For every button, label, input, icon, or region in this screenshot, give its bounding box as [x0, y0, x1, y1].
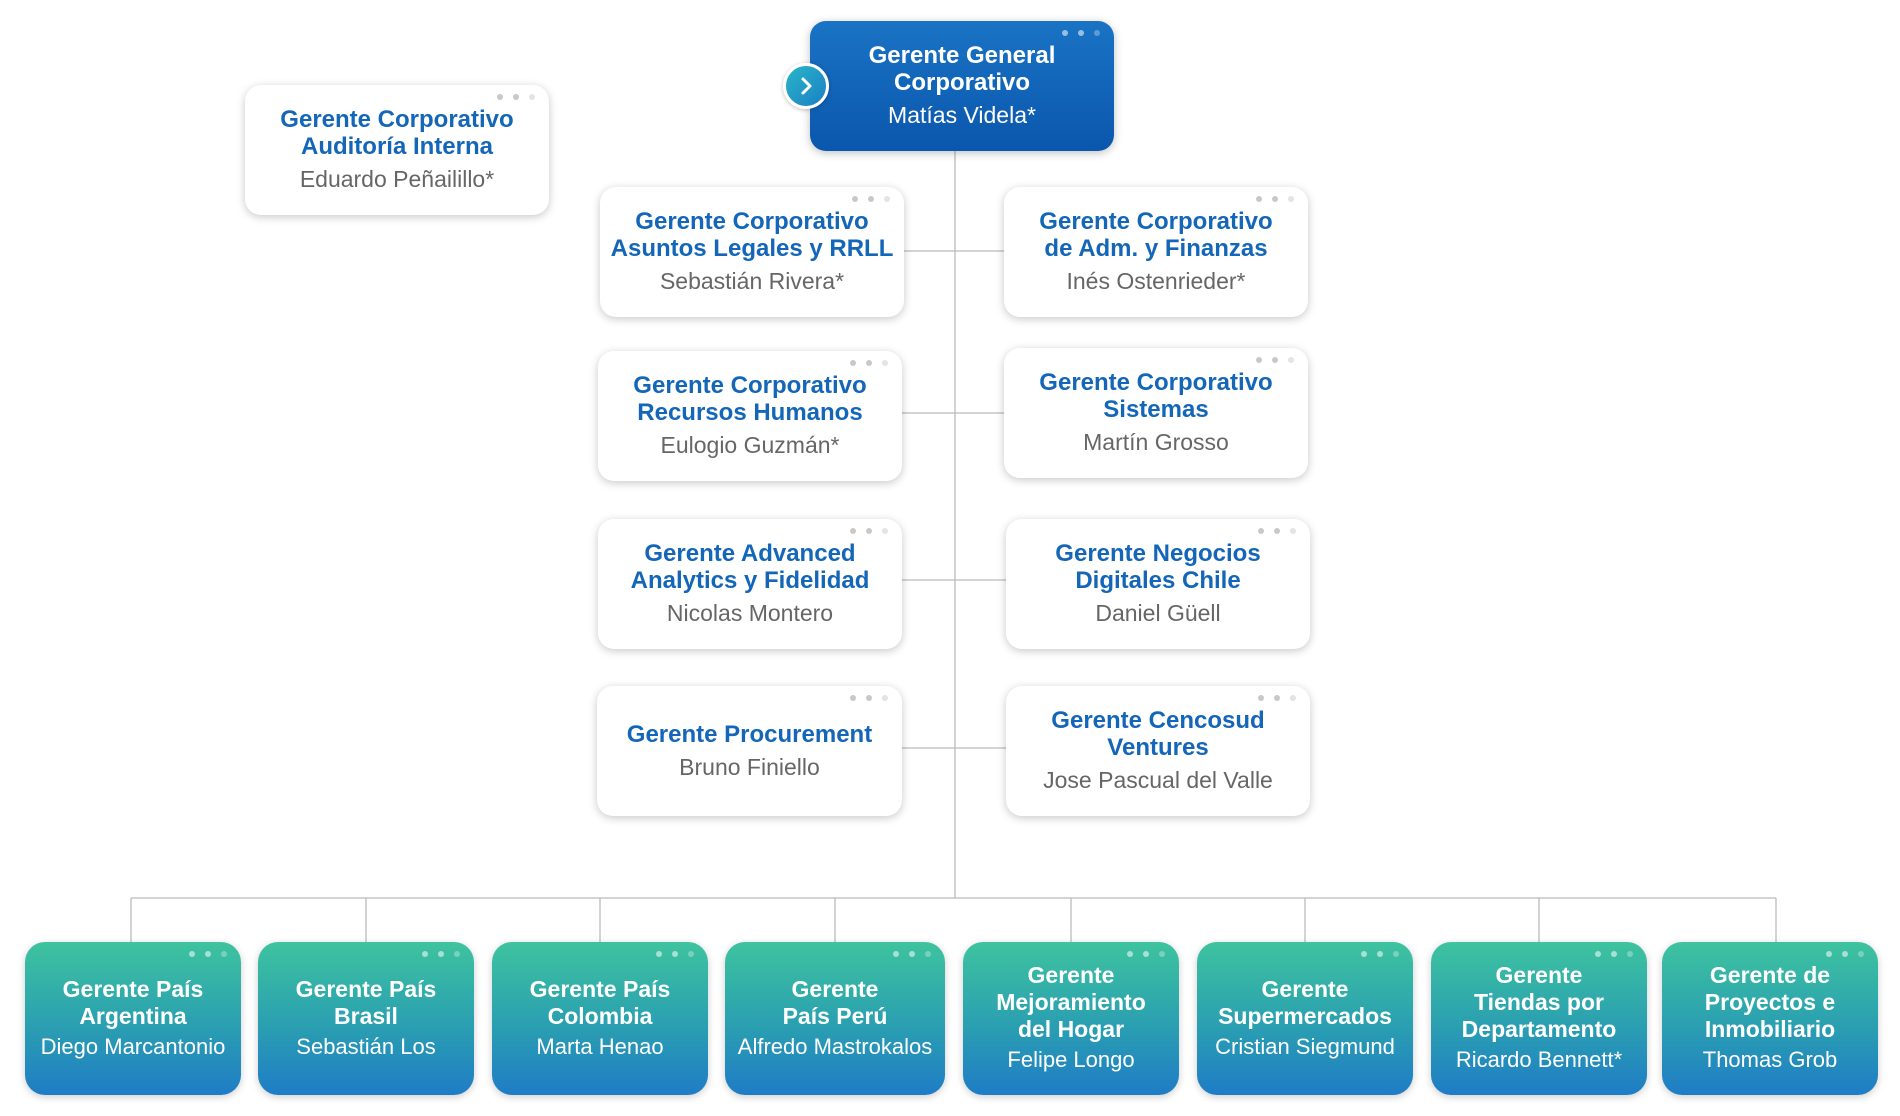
- card-person-name: Thomas Grob: [1702, 1047, 1838, 1072]
- options-dots-icon[interactable]: [1062, 30, 1100, 36]
- card-title: Gerente de Proyectos e Inmobiliario: [1704, 962, 1836, 1042]
- options-dots-icon[interactable]: [1595, 951, 1633, 957]
- card-person-name: Marta Henao: [536, 1033, 664, 1059]
- options-dots-icon[interactable]: [852, 196, 890, 202]
- card-bottom-2[interactable]: Gerente País Colombia Marta Henao: [492, 942, 708, 1095]
- card-bottom-0[interactable]: Gerente País Argentina Diego Marcantonio: [25, 942, 241, 1095]
- card-title: Gerente Corporativo Auditoría Interna: [280, 106, 514, 160]
- card-person-name: Eulogio Guzmán*: [660, 432, 840, 458]
- card-right-0[interactable]: Gerente Corporativo de Adm. y Finanzas I…: [1004, 187, 1308, 317]
- card-person-name: Daniel Güell: [1095, 600, 1221, 626]
- card-title: Gerente Supermercados: [1218, 975, 1392, 1029]
- card-bottom-3[interactable]: Gerente País Perú Alfredo Mastrokalos: [725, 942, 945, 1095]
- card-person-name: Felipe Longo: [1007, 1047, 1135, 1072]
- card-person-name: Ricardo Bennett*: [1455, 1047, 1623, 1072]
- options-dots-icon[interactable]: [850, 528, 888, 534]
- card-person-name: Nicolas Montero: [666, 600, 834, 626]
- options-dots-icon[interactable]: [850, 360, 888, 366]
- options-dots-icon[interactable]: [893, 951, 931, 957]
- options-dots-icon[interactable]: [1361, 951, 1399, 957]
- card-person-name: Sebastián Rivera*: [659, 268, 845, 294]
- card-title: Gerente Corporativo Recursos Humanos: [633, 372, 867, 426]
- card-bottom-4[interactable]: Gerente Mejoramiento del Hogar Felipe Lo…: [963, 942, 1179, 1095]
- card-bottom-7[interactable]: Gerente de Proyectos e Inmobiliario Thom…: [1662, 942, 1878, 1095]
- card-left-0[interactable]: Gerente Corporativo Asuntos Legales y RR…: [600, 187, 904, 317]
- options-dots-icon[interactable]: [1256, 357, 1294, 363]
- card-left-2[interactable]: Gerente Advanced Analytics y Fidelidad N…: [598, 519, 902, 649]
- card-title: Gerente País Colombia: [529, 975, 671, 1029]
- card-right-1[interactable]: Gerente Corporativo Sistemas Martín Gros…: [1004, 348, 1308, 478]
- card-title: Gerente Corporativo Asuntos Legales y RR…: [610, 208, 894, 262]
- card-person-name: Jose Pascual del Valle: [1043, 767, 1273, 793]
- card-person-name: Eduardo Peñailillo*: [299, 166, 495, 192]
- card-title: Gerente País Brasil: [295, 975, 437, 1029]
- card-title: Gerente Tiendas por Departamento: [1461, 962, 1617, 1042]
- card-person-name: Diego Marcantonio: [40, 1033, 226, 1059]
- options-dots-icon[interactable]: [1258, 528, 1296, 534]
- chevron-right-icon[interactable]: [783, 63, 829, 109]
- card-person-name: Alfredo Mastrokalos: [737, 1033, 933, 1059]
- card-title: Gerente General Corporativo: [868, 42, 1056, 96]
- card-title: Gerente Mejoramiento del Hogar: [996, 962, 1146, 1042]
- card-person-name: Inés Ostenrieder*: [1066, 268, 1246, 294]
- card-bottom-5[interactable]: Gerente Supermercados Cristian Siegmund: [1197, 942, 1413, 1095]
- options-dots-icon[interactable]: [850, 695, 888, 701]
- options-dots-icon[interactable]: [1127, 951, 1165, 957]
- card-bottom-1[interactable]: Gerente País Brasil Sebastián Los: [258, 942, 474, 1095]
- options-dots-icon[interactable]: [1256, 196, 1294, 202]
- card-person-name: Cristian Siegmund: [1215, 1033, 1395, 1059]
- options-dots-icon[interactable]: [1826, 951, 1864, 957]
- card-title: Gerente Advanced Analytics y Fidelidad: [630, 540, 870, 594]
- card-person-name: Matías Videla*: [888, 102, 1036, 128]
- card-title: Gerente País Perú: [782, 975, 888, 1029]
- options-dots-icon[interactable]: [656, 951, 694, 957]
- card-gerente-general[interactable]: Gerente General Corporativo Matías Videl…: [810, 21, 1114, 151]
- options-dots-icon[interactable]: [422, 951, 460, 957]
- card-title: Gerente Negocios Digitales Chile: [1055, 540, 1261, 594]
- card-left-3[interactable]: Gerente Procurement Bruno Finiello: [597, 686, 902, 816]
- card-title: Gerente Procurement: [626, 720, 873, 748]
- card-title: Gerente Corporativo de Adm. y Finanzas: [1039, 208, 1273, 262]
- card-right-2[interactable]: Gerente Negocios Digitales Chile Daniel …: [1006, 519, 1310, 649]
- card-title: Gerente Cencosud Ventures: [1051, 707, 1265, 761]
- card-right-3[interactable]: Gerente Cencosud Ventures Jose Pascual d…: [1006, 686, 1310, 816]
- card-title: Gerente País Argentina: [62, 975, 204, 1029]
- card-person-name: Martín Grosso: [1083, 429, 1229, 455]
- options-dots-icon[interactable]: [1258, 695, 1296, 701]
- card-person-name: Sebastián Los: [296, 1033, 436, 1059]
- card-title: Gerente Corporativo Sistemas: [1039, 369, 1273, 423]
- options-dots-icon[interactable]: [497, 94, 535, 100]
- card-person-name: Bruno Finiello: [679, 753, 820, 780]
- card-auditoria-interna[interactable]: Gerente Corporativo Auditoría Interna Ed…: [245, 85, 549, 215]
- card-bottom-6[interactable]: Gerente Tiendas por Departamento Ricardo…: [1431, 942, 1647, 1095]
- card-left-1[interactable]: Gerente Corporativo Recursos Humanos Eul…: [598, 351, 902, 481]
- options-dots-icon[interactable]: [189, 951, 227, 957]
